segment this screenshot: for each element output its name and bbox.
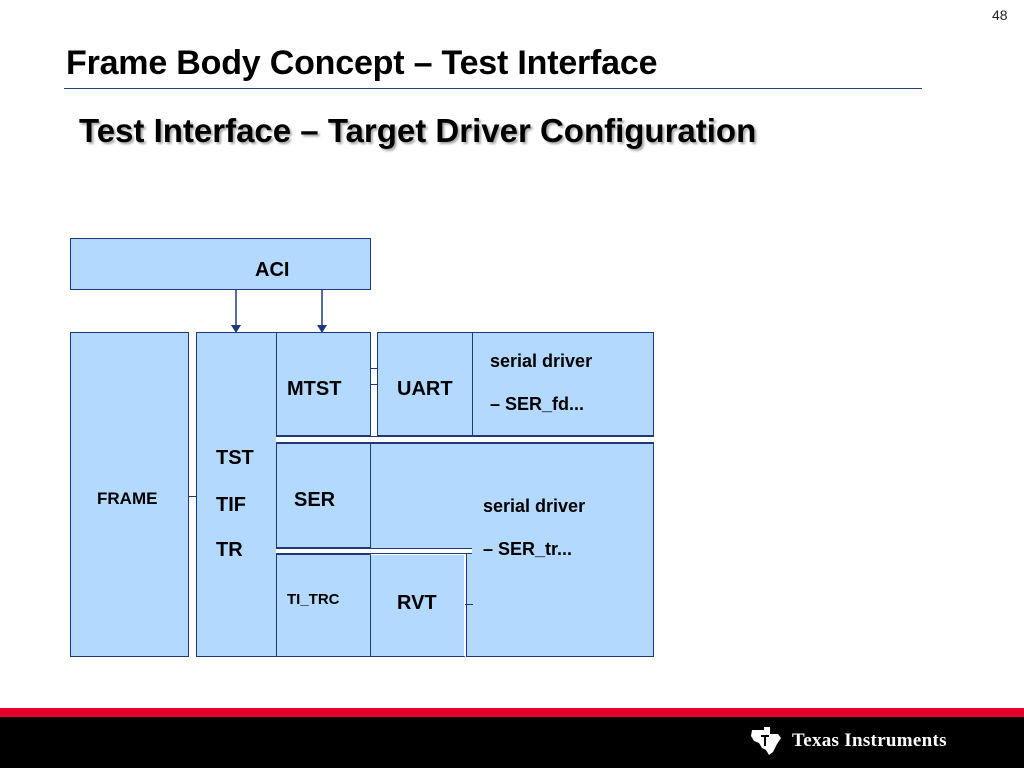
uart-box: UART (377, 332, 473, 436)
ti-trc-label: TI_TRC (287, 591, 340, 608)
slide-title: Frame Body Concept – Test Interface (66, 44, 658, 82)
mtst-uart-connector (370, 368, 378, 369)
ti-state-icon (751, 727, 781, 755)
tif-label: TIF (216, 494, 246, 516)
mtst-box: MTST (276, 332, 371, 436)
rvt-label: RVT (397, 592, 437, 614)
serial-tr-line2: – SER_tr... (483, 539, 573, 559)
slide-subtitle: Test Interface – Target Driver Configura… (79, 112, 757, 149)
mtst-uart-connector-2 (370, 384, 378, 385)
footer-black-band (0, 717, 1024, 768)
frame-connector (188, 496, 197, 497)
rvt-connector (465, 604, 473, 605)
ti-trc-box: TI_TRC (276, 554, 371, 657)
ti-logo-text: Texas Instruments (792, 730, 947, 751)
ser-label: SER (294, 489, 336, 511)
frame-label: FRAME (97, 489, 158, 508)
ser-box: SER (276, 443, 371, 548)
uart-label: UART (397, 378, 453, 400)
serial-fd-line2: – SER_fd... (490, 394, 585, 414)
page-number: 48 (992, 7, 1008, 23)
ti-logo: Texas Instruments (750, 726, 947, 756)
arrow-to-mtst-head (317, 325, 327, 333)
serial-tr-line1: serial driver (483, 496, 586, 516)
frame-box: FRAME (70, 332, 189, 657)
aci-box: ACI (70, 238, 371, 290)
tst-label: TST (216, 447, 254, 469)
arrow-to-tst-head (231, 325, 241, 333)
tr-label: TR (216, 539, 243, 561)
aci-label: ACI (255, 259, 290, 281)
serial-fd-line1: serial driver (490, 351, 593, 371)
cell-gap-1 (276, 436, 654, 443)
footer-red-band (0, 708, 1024, 717)
serial-fd-box: serial driver – SER_fd... (472, 332, 654, 436)
cell-gap-2 (276, 548, 472, 554)
rvt-box: RVT (370, 553, 466, 657)
title-divider (64, 88, 922, 89)
aci-arrows (231, 289, 327, 333)
architecture-diagram: ACI FRAME TST TIF TR MTST UART serial dr… (70, 238, 654, 657)
tst-tif-tr-box: TST TIF TR (196, 332, 277, 657)
mtst-label: MTST (287, 378, 342, 400)
